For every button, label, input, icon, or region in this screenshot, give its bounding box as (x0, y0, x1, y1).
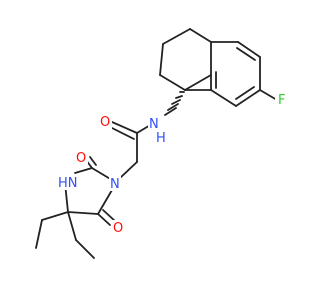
ring-oxygen-bottom-label: O (113, 221, 123, 236)
molecule-structure: F N H O N O O HN (35, 28, 287, 259)
fluorine-label: F (278, 93, 285, 108)
amide-linker (111, 121, 153, 179)
bond (91, 167, 113, 181)
bond-to-fluorine (259, 89, 278, 101)
double-bond-co (89, 156, 97, 166)
bond (67, 211, 99, 215)
double-bond-inner (236, 47, 256, 61)
amide-nitrogen-label: N (149, 117, 159, 132)
benzene-ring (184, 41, 278, 107)
bond (159, 43, 164, 76)
bond (235, 89, 261, 107)
hydantoin-ring (64, 156, 116, 226)
bond (159, 74, 186, 91)
ring-nh-label: HN (58, 176, 78, 191)
bond (74, 167, 93, 174)
amide-oxygen-label: O (100, 115, 110, 130)
double-bond-co (102, 209, 116, 222)
bond (162, 28, 191, 45)
molecule-canvas: F N H O N O O HN (35, 28, 287, 259)
atom-labels: F N H O N O O HN (57, 92, 287, 236)
bond (237, 41, 261, 58)
bond (75, 239, 95, 259)
tetralin-ring (159, 28, 212, 91)
amide-hydrogen-label: H (156, 131, 166, 146)
bond (189, 28, 212, 43)
bond (35, 219, 43, 249)
double-bond-co (111, 127, 135, 140)
bond (119, 161, 138, 179)
ring-oxygen-top-label: O (76, 151, 86, 166)
double-bond-inner (235, 86, 255, 100)
bond (67, 211, 77, 241)
stereo-hash-bond (164, 91, 185, 116)
bond (210, 89, 237, 107)
bond (111, 121, 138, 134)
ethyl-groups (35, 211, 95, 259)
bond (97, 189, 113, 215)
bond (184, 74, 212, 91)
bond (97, 213, 111, 226)
ring-nitrogen-label: N (110, 177, 120, 192)
bond (41, 211, 69, 221)
